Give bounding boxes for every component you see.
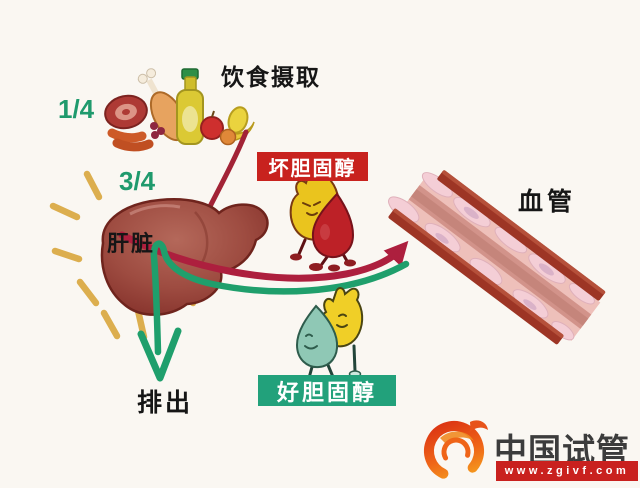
vessel-label: 血管 — [518, 188, 577, 216]
ham-icon — [104, 94, 148, 130]
good-cholesterol-flow-arrow — [137, 240, 410, 382]
bad-cholesterol-character — [289, 168, 356, 272]
liver-label: 肝脏 — [107, 231, 156, 256]
oil-bottle-icon — [176, 68, 204, 145]
liver-fraction-label: 3/4 — [119, 166, 156, 196]
good-cholesterol-badge: 好胆固醇 — [258, 375, 396, 406]
food-illustration — [104, 68, 255, 152]
bad-cholesterol-flow-arrow — [118, 231, 409, 282]
watermark: 中国试管 www.zgivf.com — [418, 414, 640, 486]
blood-vessel-illustration — [388, 170, 606, 345]
watermark-url: www.zgivf.com — [496, 461, 638, 481]
diet-intake-label: 饮食摄取 — [221, 64, 321, 90]
good-cholesterol-character — [295, 287, 364, 386]
sausages-icon — [107, 128, 154, 152]
bad-cholesterol-badge: 坏胆固醇 — [257, 152, 368, 181]
berries-icon — [150, 122, 165, 139]
excrete-label: 排出 — [137, 389, 194, 417]
intake-fraction-label: 1/4 — [58, 94, 95, 124]
apple-icon — [200, 110, 224, 140]
orange-icon — [219, 128, 237, 146]
phoenix-logo-icon — [424, 420, 488, 481]
